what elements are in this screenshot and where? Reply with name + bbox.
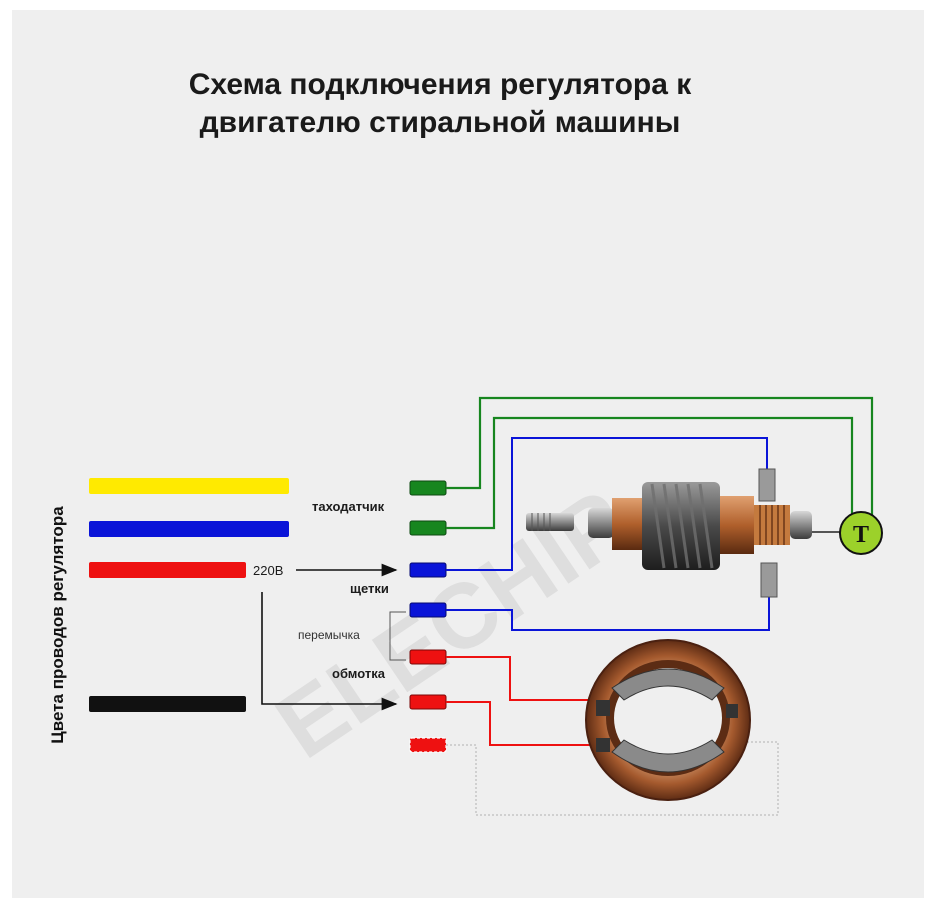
blue-wire — [89, 521, 289, 537]
background-panel — [12, 10, 924, 898]
label-brushes: щетки — [350, 581, 389, 596]
dotted-wire-optional — [446, 741, 779, 816]
label-220v: 220В — [253, 563, 284, 578]
red-wire-winding-top — [446, 656, 600, 701]
green-wire-inner — [446, 416, 854, 530]
jumper-bracket — [389, 611, 406, 661]
terminal-winding-2 — [409, 694, 447, 710]
terminal-winding-1 — [409, 649, 447, 665]
terminal-tacho-1 — [409, 480, 447, 496]
blue-wire-top-brush — [446, 437, 768, 571]
green-wire-outer — [446, 396, 874, 520]
red-wire-winding-bottom — [446, 701, 600, 746]
diagram-title: Схема подключения регулятора к двигателю… — [188, 68, 692, 139]
terminal-tacho-2 — [409, 520, 447, 536]
yellow-wire — [89, 478, 289, 494]
brush-top — [758, 468, 776, 502]
red-wire — [89, 562, 246, 578]
label-winding: обмотка — [332, 666, 385, 681]
brush-bottom — [760, 562, 778, 598]
terminal-brush-1 — [409, 562, 447, 578]
terminal-winding-3-dashed — [409, 737, 447, 753]
label-jumper: перемычка — [298, 628, 360, 642]
blue-wire-bottom-brush — [446, 597, 770, 631]
label-tacho: таходатчик — [312, 499, 385, 514]
stator-winding-image — [585, 639, 751, 801]
rotor-armature-image — [526, 482, 812, 570]
tacho-generator-symbol — [839, 511, 883, 555]
terminal-brush-2 — [409, 602, 447, 618]
arrow-black-to-winding — [261, 592, 398, 711]
tacho-symbol-letter: T — [853, 522, 869, 548]
black-wire — [89, 696, 246, 712]
